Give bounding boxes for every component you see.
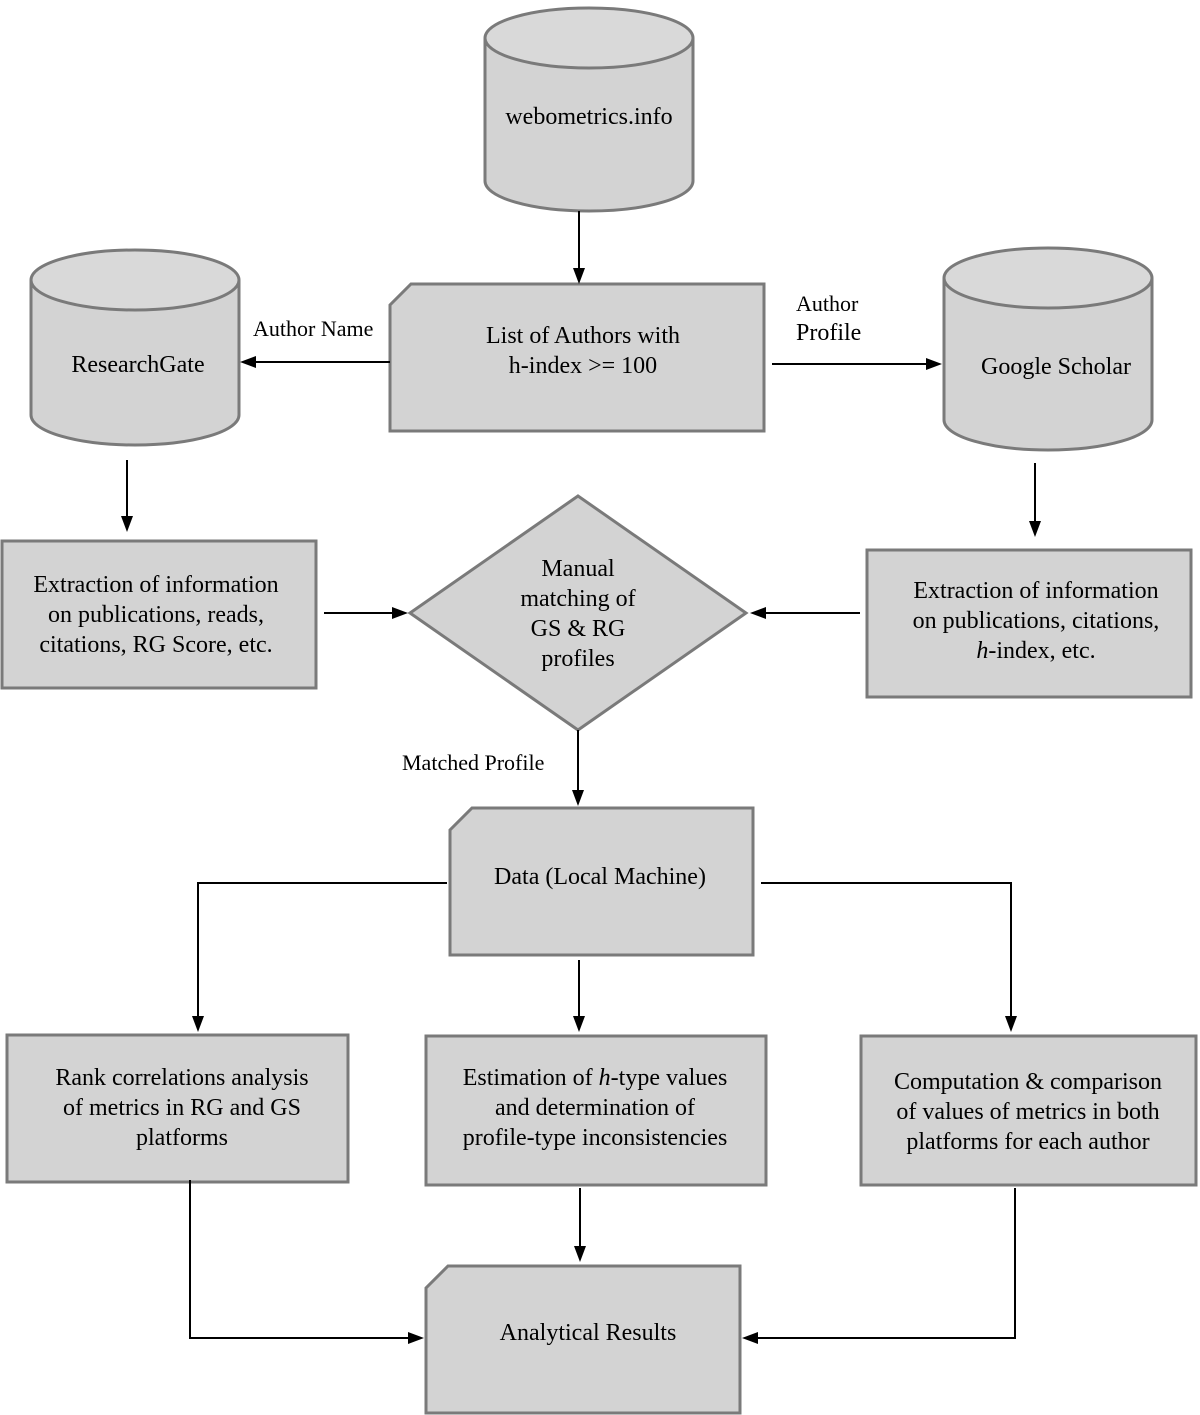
author-list-card: List of Authors with h-index >= 100 <box>388 282 766 433</box>
connector-researchgate-to-extraction <box>121 460 133 532</box>
computation-line2: of values of metrics in both <box>896 1099 1159 1125</box>
data-local-label: Data (Local Machine) <box>494 864 706 890</box>
author-name-edge-label: Author Name <box>253 316 373 341</box>
rg-extraction-line3: citations, RG Score, etc. <box>39 632 272 658</box>
author-profile-edge-label-line1: Author <box>796 291 859 316</box>
author-list-line2: h-index >= 100 <box>509 353 657 379</box>
analytical-results-label: Analytical Results <box>500 1320 677 1346</box>
connector-list-to-researchgate <box>240 356 390 368</box>
rg-extraction-line2: on publications, reads, <box>48 602 264 628</box>
rank-correlations-line2: of metrics in RG and GS <box>63 1095 301 1121</box>
connector-data-to-computation <box>761 882 1017 1032</box>
h-italic-glyph: h <box>599 1065 611 1091</box>
webometrics-database: webometrics.info <box>483 6 695 213</box>
gs-extraction-box: Extraction of information on publication… <box>865 548 1193 699</box>
researchgate-database: ResearchGate <box>29 248 241 447</box>
h-italic-glyph: h <box>976 638 988 664</box>
h-estimation-line1-post: -type values <box>611 1065 728 1091</box>
gs-extraction-line2: on publications, citations, <box>913 608 1160 634</box>
h-estimation-box: Estimation of h-type values and determin… <box>424 1034 768 1187</box>
connector-data-to-h-estimation <box>573 960 585 1032</box>
computation-line1: Computation & comparison <box>894 1069 1162 1095</box>
connector-h-estimation-to-results <box>574 1188 586 1262</box>
data-local-card: Data (Local Machine) <box>448 806 755 957</box>
rank-correlations-line3: platforms <box>136 1125 228 1151</box>
connector-list-to-google-scholar <box>772 358 942 370</box>
webometrics-label: webometrics.info <box>505 104 672 130</box>
h-estimation-line1-pre: Estimation of <box>463 1065 599 1091</box>
connector-gs-extraction-to-matching <box>750 607 860 619</box>
analytical-results-card: Analytical Results <box>424 1264 742 1415</box>
matched-profile-edge-label: Matched Profile <box>402 750 544 775</box>
google-scholar-database: Google Scholar <box>942 246 1154 452</box>
h-estimation-line3: profile-type inconsistencies <box>463 1125 728 1151</box>
manual-matching-line2: matching of <box>520 586 635 612</box>
manual-matching-line1: Manual <box>541 556 615 582</box>
computation-line3: platforms for each author <box>906 1129 1149 1155</box>
gs-extraction-line1: Extraction of information <box>913 578 1158 604</box>
connector-webometrics-to-list <box>573 211 585 284</box>
connector-rg-extraction-to-matching <box>324 607 408 619</box>
rank-correlations-line1: Rank correlations analysis <box>55 1065 308 1091</box>
rg-extraction-box: Extraction of information on publication… <box>0 539 318 690</box>
h-estimation-line1: Estimation of h-type values <box>463 1065 728 1091</box>
rank-correlations-box: Rank correlations analysis of metrics in… <box>5 1033 350 1184</box>
gs-extraction-line3: h-index, etc. <box>976 638 1095 664</box>
connector-matching-to-data <box>572 730 584 806</box>
author-list-line1: List of Authors with <box>486 323 680 349</box>
researchgate-label: ResearchGate <box>71 352 204 378</box>
connector-computation-to-results <box>742 1188 1016 1344</box>
manual-matching-line3: GS & RG <box>531 616 626 642</box>
rg-extraction-line1: Extraction of information <box>33 572 278 598</box>
connector-rank-correlations-to-results <box>189 1180 424 1344</box>
manual-matching-diamond: Manual matching of GS & RG profiles <box>407 494 749 732</box>
computation-box: Computation & comparison of values of me… <box>859 1034 1198 1187</box>
google-scholar-label: Google Scholar <box>981 354 1131 380</box>
author-profile-edge-label-line2: Profile <box>796 320 861 346</box>
manual-matching-line4: profiles <box>541 646 614 672</box>
h-estimation-line2: and determination of <box>495 1095 695 1121</box>
gs-extraction-line3-rest: -index, etc. <box>988 638 1095 664</box>
connector-data-to-rank-correlations <box>192 882 447 1032</box>
connector-google-scholar-to-extraction <box>1029 463 1041 537</box>
